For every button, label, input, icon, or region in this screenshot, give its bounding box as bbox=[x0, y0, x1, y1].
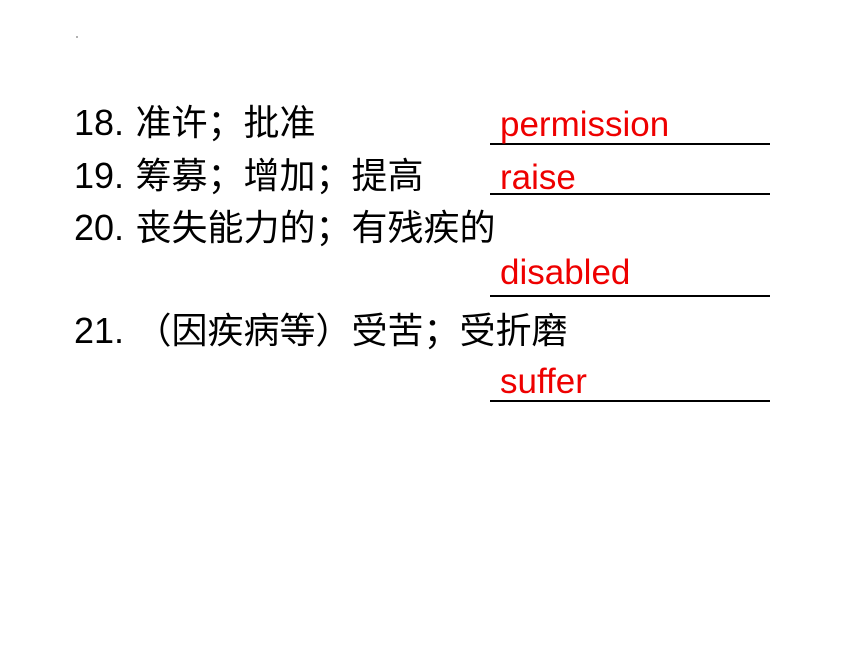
answer-blank-18 bbox=[490, 143, 770, 145]
question-prompt: 准许；批准 bbox=[135, 103, 316, 144]
question-prompt: 丧失能力的；有残疾的 bbox=[135, 208, 496, 249]
answer-text-18: permission bbox=[500, 105, 670, 144]
question-number: 18. bbox=[74, 102, 125, 143]
question-row-21: 21. （因疾病等）受苦；受折磨 bbox=[74, 309, 568, 354]
question-row-20: 20. 丧失能力的；有残疾的 bbox=[74, 206, 496, 251]
question-row-18: 18. 准许；批准 bbox=[74, 101, 316, 146]
question-number: 21. bbox=[74, 310, 125, 351]
answer-text-21: suffer bbox=[500, 362, 587, 401]
answer-text-19: raise bbox=[500, 158, 576, 197]
decorative-dot bbox=[76, 36, 78, 38]
question-number: 19. bbox=[74, 155, 125, 196]
question-prompt: （因疾病等）受苦；受折磨 bbox=[135, 311, 568, 352]
question-row-19: 19. 筹募；增加；提高 bbox=[74, 154, 424, 199]
answer-blank-21 bbox=[490, 400, 770, 402]
question-number: 20. bbox=[74, 207, 125, 248]
answer-text-20: disabled bbox=[500, 253, 631, 292]
answer-blank-20 bbox=[490, 295, 770, 297]
question-prompt: 筹募；增加；提高 bbox=[135, 156, 424, 197]
answer-blank-19 bbox=[490, 193, 770, 195]
